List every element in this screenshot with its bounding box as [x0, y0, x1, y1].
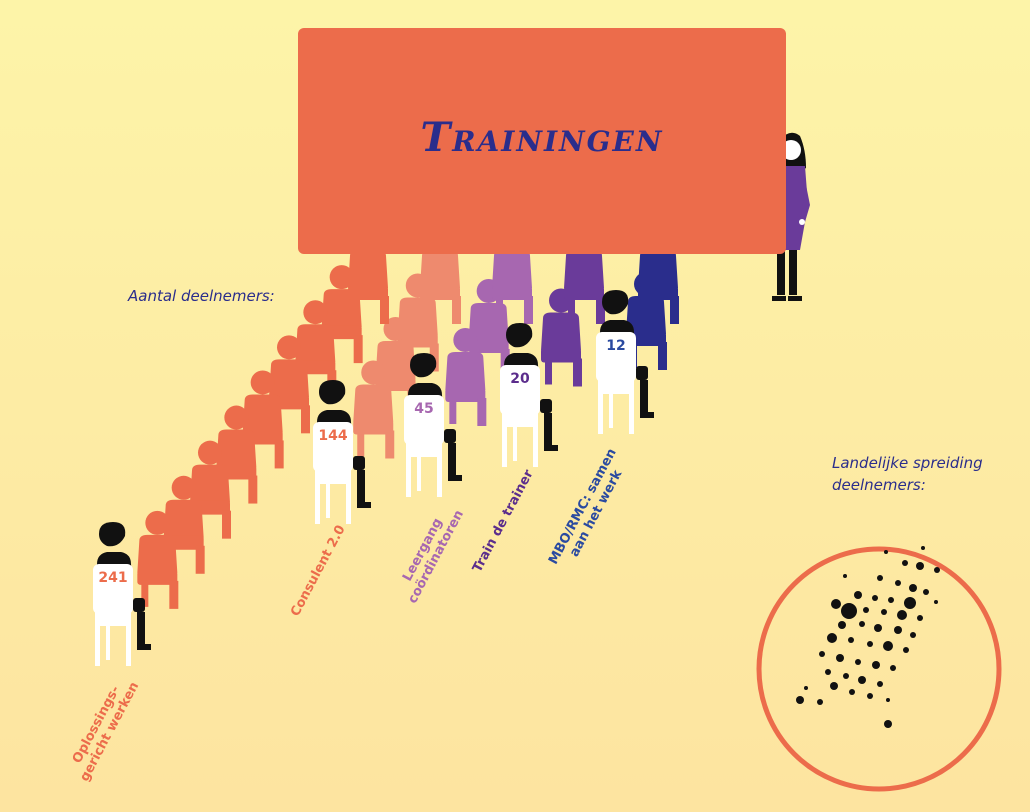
map-dot [886, 698, 890, 702]
front-seated-person-icon [313, 380, 371, 524]
map-dot [859, 621, 865, 627]
map-dot [872, 595, 878, 601]
front-seated-person-icon [404, 353, 462, 497]
map-dot [827, 633, 837, 643]
map-dot [902, 560, 908, 566]
map-dot [903, 647, 909, 653]
map-dot [843, 673, 849, 679]
map-dot [825, 669, 831, 675]
map-dot [796, 696, 804, 704]
map-dot [917, 615, 923, 621]
map-dot [904, 597, 916, 609]
map-dot [894, 626, 902, 634]
front-seated-person-icon [500, 323, 558, 467]
map-dot [890, 665, 896, 671]
map-dot [836, 654, 844, 662]
map-dot [921, 546, 925, 550]
map-dot [841, 603, 857, 619]
map-dot [897, 610, 907, 620]
participants-heading: Aantal deelnemers: [128, 287, 275, 305]
netherlands-map-dots [796, 546, 940, 728]
map-dot [843, 574, 847, 578]
map-dot [881, 609, 887, 615]
distribution-heading-line2: deelnemers: [832, 476, 926, 494]
map-dot [849, 689, 855, 695]
map-dot [858, 676, 866, 684]
map-dot [863, 607, 869, 613]
map-dot [877, 575, 883, 581]
map-dot [867, 693, 873, 699]
map-dot [888, 597, 894, 603]
distribution-heading: Landelijke spreiding deelnemers: [832, 452, 1022, 496]
map-dot [804, 686, 808, 690]
participant-count: 20 [510, 371, 530, 387]
presentation-board: Trainingen [298, 28, 786, 254]
map-dot [867, 641, 873, 647]
participant-count: 241 [98, 570, 128, 586]
map-dot [830, 682, 838, 690]
audience-rows [93, 226, 679, 666]
map-dot [874, 624, 882, 632]
participant-count: 144 [318, 428, 348, 444]
front-seated-person-icon [596, 290, 654, 434]
map-dot [819, 651, 825, 657]
map-circle [756, 546, 1002, 792]
map-dot [848, 637, 854, 643]
map-dot [884, 550, 888, 554]
map-dot [883, 641, 893, 651]
participant-count: 45 [414, 401, 434, 417]
map-dot [934, 567, 940, 573]
map-dot [916, 562, 924, 570]
board-title: Trainingen [420, 114, 664, 161]
front-seated-person-icon [93, 522, 151, 666]
map-dot [923, 589, 929, 595]
map-dot [884, 720, 892, 728]
map-dot [817, 699, 823, 705]
map-dot [855, 659, 861, 665]
map-dot [838, 621, 846, 629]
map-dot [910, 632, 916, 638]
distribution-heading-line1: Landelijke spreiding [832, 454, 983, 472]
map-dot [895, 580, 901, 586]
map-dot [872, 661, 880, 669]
participant-count: 12 [606, 338, 626, 354]
map-dot [831, 599, 841, 609]
map-dot [854, 591, 862, 599]
map-dot [909, 584, 917, 592]
map-dot [934, 600, 938, 604]
map-dot [877, 681, 883, 687]
